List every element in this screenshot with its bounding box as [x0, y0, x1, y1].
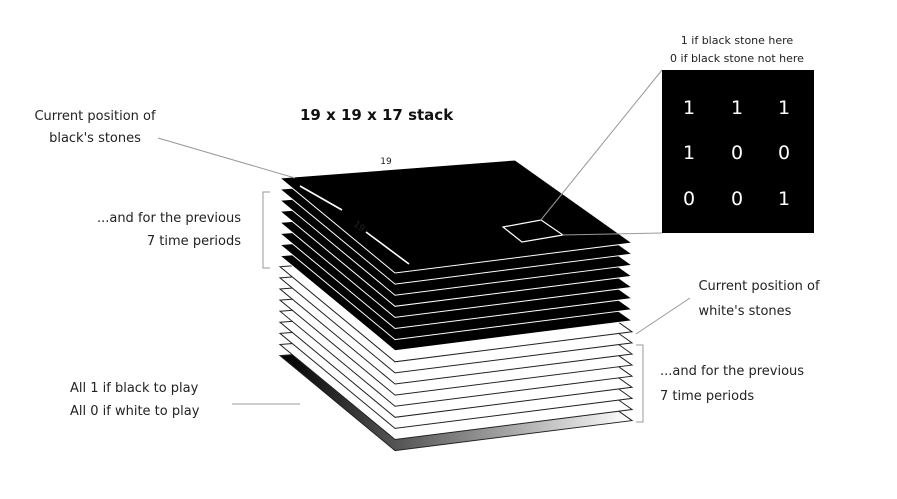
width-dimension: 19: [301, 151, 495, 171]
leader-white-current: [635, 297, 691, 335]
inset-cell-r2-c1: 1: [683, 142, 695, 164]
label-color-to-play-line-2: All 0 if white to play: [70, 404, 200, 419]
inset-cell-r2-c2: 0: [731, 142, 743, 164]
inset-box: [662, 70, 814, 233]
bracket-black-previous: [262, 191, 270, 269]
width-line-right: [399, 151, 495, 161]
label-black-previous-line-2: 7 time periods: [147, 234, 241, 249]
width-label: 19: [380, 157, 392, 167]
inset-legend-line-2: 0 if black stone not here: [670, 52, 804, 65]
label-white-current-line-2: white's stones: [699, 304, 792, 319]
label-white-current-line-1: Current position of: [698, 279, 820, 294]
leader-black-current: [157, 137, 296, 179]
inset-grid: 1 1 1 1 0 0 0 0 1: [683, 97, 790, 210]
width-line-left: [301, 162, 373, 171]
inset-cell-r1-c2: 1: [731, 97, 743, 119]
black-plane-1: [278, 159, 634, 274]
label-black-current-line-1: Current position of: [34, 109, 156, 124]
label-black-previous-line-1: ...and for the previous: [97, 211, 241, 226]
inset-cell-r1-c1: 1: [683, 97, 695, 119]
inset-zoom: 1 1 1 1 0 0 0 0 1: [662, 70, 814, 233]
inset-cell-r1-c3: 1: [778, 97, 790, 119]
label-white-previous-line-1: ...and for the previous: [660, 364, 804, 379]
label-color-to-play-line-1: All 1 if black to play: [70, 381, 199, 396]
inset-cell-r3-c1: 0: [683, 188, 695, 210]
depth-line-lower: [365, 231, 410, 265]
inset-cell-r2-c3: 0: [778, 142, 790, 164]
inset-connector-bottom: [561, 232, 663, 236]
inset-legend-line-1: 1 if black stone here: [681, 34, 794, 47]
depth-line-upper: [299, 185, 343, 211]
label-white-previous-line-2: 7 time periods: [660, 389, 754, 404]
inset-cell-r3-c3: 1: [778, 188, 790, 210]
label-black-current-line-2: black's stones: [49, 131, 141, 146]
bracket-white-previous: [636, 344, 644, 423]
plane-stack: [278, 159, 634, 452]
inset-cell-r3-c2: 0: [731, 188, 743, 210]
diagram-title: 19 x 19 x 17 stack: [300, 106, 454, 124]
inset-connector-top: [539, 69, 663, 222]
